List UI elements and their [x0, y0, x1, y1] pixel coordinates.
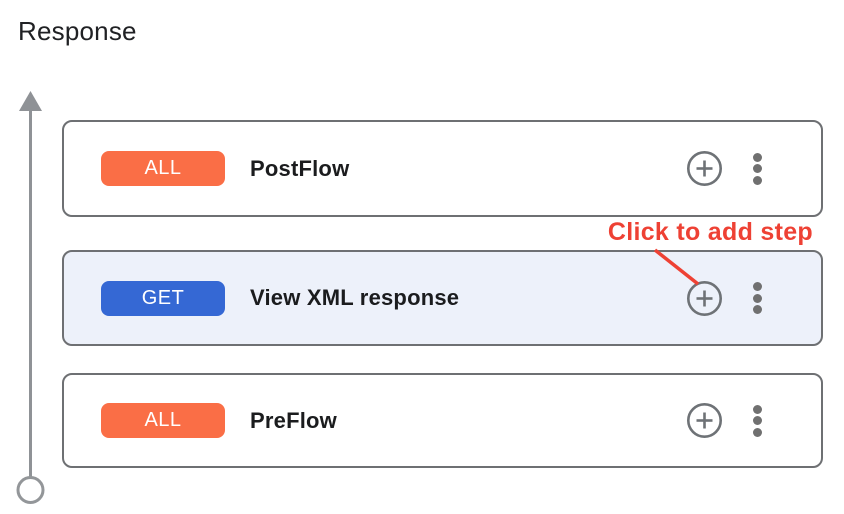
kebab-menu-icon	[752, 152, 762, 162]
kebab-menu-icon	[752, 164, 762, 173]
method-badge: GET	[101, 280, 225, 316]
kebab-menu-icon	[752, 416, 762, 425]
more-options-button[interactable]	[752, 404, 762, 437]
flow-axis-end-circle	[16, 476, 45, 504]
flow-card-preflow[interactable]: ALL PreFlow	[62, 373, 823, 468]
flow-card-postflow[interactable]: ALL PostFlow	[62, 120, 823, 217]
kebab-menu-icon	[752, 282, 762, 291]
kebab-menu-icon	[752, 305, 762, 314]
kebab-menu-icon	[752, 293, 762, 303]
add-step-button[interactable]	[686, 280, 723, 317]
plus-circle-icon	[686, 150, 723, 187]
kebab-menu-icon	[752, 175, 762, 185]
flow-card-title: PostFlow	[250, 155, 350, 181]
annotation-label: Click to add step	[607, 218, 813, 246]
flow-card-view-xml-response[interactable]: GET View XML response	[62, 250, 823, 346]
kebab-menu-icon	[752, 427, 762, 437]
plus-circle-icon	[686, 280, 723, 316]
add-step-button[interactable]	[686, 402, 723, 439]
add-step-button[interactable]	[686, 150, 723, 187]
method-badge: ALL	[101, 151, 225, 186]
arrow-up-icon	[19, 91, 42, 111]
kebab-menu-icon	[752, 404, 762, 414]
flow-card-title: View XML response	[250, 285, 460, 310]
more-options-button[interactable]	[752, 152, 762, 185]
plus-circle-icon	[686, 402, 723, 439]
method-badge: ALL	[101, 403, 225, 438]
section-title: Response	[18, 16, 137, 46]
more-options-button[interactable]	[752, 282, 762, 314]
flow-card-title: PreFlow	[250, 407, 337, 433]
